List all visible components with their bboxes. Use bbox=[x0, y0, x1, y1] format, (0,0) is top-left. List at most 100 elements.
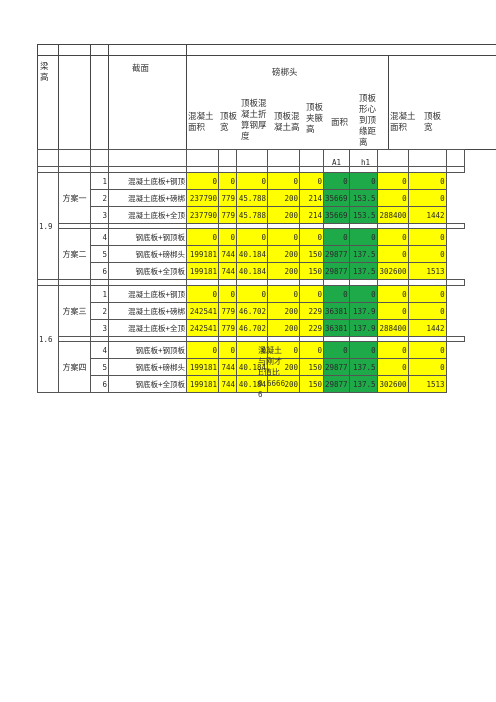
table-cell: 29877 bbox=[323, 262, 350, 280]
table-cell: 0 bbox=[218, 341, 237, 359]
col-header-centroid: 顶板形心到顶缘距离 bbox=[359, 94, 377, 148]
table-cell: 779 bbox=[218, 189, 237, 207]
table-cell: 288400 bbox=[376, 319, 409, 337]
table-cell: 0 bbox=[299, 172, 324, 190]
table-cell: 40.184 bbox=[236, 245, 268, 263]
grid-line bbox=[37, 44, 38, 149]
table-cell: 0 bbox=[348, 228, 378, 246]
table-cell: 29877 bbox=[323, 375, 350, 393]
table-cell: 744 bbox=[218, 375, 237, 393]
row-description: 钢底板+磅梆头 bbox=[108, 358, 187, 376]
table-cell: 0 bbox=[407, 172, 447, 190]
header-row-border bbox=[37, 55, 496, 56]
row-number: 4 bbox=[90, 341, 109, 359]
table-cell: 779 bbox=[218, 302, 237, 320]
table-cell: 0 bbox=[267, 228, 300, 246]
row-description: 钢底板+全顶板 bbox=[108, 375, 187, 393]
table-cell: 0 bbox=[376, 172, 409, 190]
row-description: 混凝土底板+钢顶 bbox=[108, 172, 187, 190]
table-cell: 0 bbox=[186, 285, 219, 303]
row-number: 2 bbox=[90, 189, 109, 207]
beam-height-header: 梁高 bbox=[40, 62, 49, 83]
row-description: 混凝土底板+磅梆 bbox=[108, 189, 187, 207]
table-cell: 0 bbox=[348, 341, 378, 359]
table-cell: 0 bbox=[376, 245, 409, 263]
table-cell: 0 bbox=[323, 341, 350, 359]
note-line: 0.6666 bbox=[258, 379, 286, 388]
table-cell: 237790 bbox=[186, 206, 219, 224]
row-number: 6 bbox=[90, 375, 109, 393]
table-cell: 0 bbox=[299, 285, 324, 303]
table-cell: 0 bbox=[376, 228, 409, 246]
table-cell: 0 bbox=[323, 172, 350, 190]
section-header: 截面 bbox=[132, 64, 150, 74]
row-number: 1 bbox=[90, 285, 109, 303]
table-cell: 744 bbox=[218, 358, 237, 376]
table-cell: 0 bbox=[236, 228, 268, 246]
table-cell: 0 bbox=[348, 285, 378, 303]
row-description: 钢底板+全顶板 bbox=[108, 262, 187, 280]
col-header-steel-thickness: 顶板混凝土折算钢厚度 bbox=[241, 99, 267, 142]
table-cell: 45.788 bbox=[236, 189, 268, 207]
table-cell: 137.5 bbox=[348, 262, 378, 280]
table-cell: 200 bbox=[267, 189, 300, 207]
col-header-concrete-area-2: 混凝土面积 bbox=[390, 112, 416, 133]
row-number: 3 bbox=[90, 206, 109, 224]
table-cell: 46.702 bbox=[236, 319, 268, 337]
table-cell: 0 bbox=[236, 341, 268, 359]
table-cell: 237790 bbox=[186, 189, 219, 207]
table-cell: 302600 bbox=[376, 375, 409, 393]
table-cell: 0 bbox=[186, 228, 219, 246]
table-cell: 0 bbox=[299, 228, 324, 246]
table-cell: 302600 bbox=[376, 262, 409, 280]
table-cell: 137.9 bbox=[348, 319, 378, 337]
row-description: 钢底板+钢顶板 bbox=[108, 228, 187, 246]
table-cell: 199181 bbox=[186, 375, 219, 393]
table-cell: 153.5 bbox=[348, 206, 378, 224]
grid-line bbox=[90, 44, 91, 149]
modulus-note: 混凝土 与刚才 E值比 0.6666 6 bbox=[258, 345, 285, 400]
table-cell: 0 bbox=[407, 358, 447, 376]
table-cell: 199181 bbox=[186, 358, 219, 376]
table-cell: 0 bbox=[407, 302, 447, 320]
col-header-concrete-area: 混凝土面积 bbox=[188, 112, 214, 133]
table-cell: 200 bbox=[267, 262, 300, 280]
table-cell: 0 bbox=[376, 302, 409, 320]
row-description: 混凝土底板+全顶 bbox=[108, 206, 187, 224]
table-cell: 779 bbox=[218, 319, 237, 337]
table-cell: 40.184 bbox=[236, 262, 268, 280]
table-cell: 214 bbox=[299, 189, 324, 207]
table-cell: 288400 bbox=[376, 206, 409, 224]
beam-height-value: 1.9 bbox=[37, 172, 59, 280]
table-cell: 229 bbox=[299, 319, 324, 337]
table-cell: 150 bbox=[299, 358, 324, 376]
table-cell: 1513 bbox=[407, 375, 447, 393]
table-cell: 40.184 bbox=[236, 358, 268, 376]
row-number: 5 bbox=[90, 245, 109, 263]
table-cell: 0 bbox=[348, 172, 378, 190]
row-number: 6 bbox=[90, 262, 109, 280]
table-cell: 0 bbox=[407, 245, 447, 263]
grid-line bbox=[186, 44, 187, 149]
grid-line bbox=[108, 44, 109, 149]
table-cell: 0 bbox=[267, 172, 300, 190]
col-header-area: 面积 bbox=[331, 118, 349, 128]
table-cell: 0 bbox=[186, 341, 219, 359]
table-cell: 0 bbox=[218, 172, 237, 190]
table-cell: 0 bbox=[323, 285, 350, 303]
table-cell: 35669 bbox=[323, 189, 350, 207]
table-cell: 0 bbox=[218, 228, 237, 246]
col-header-top-width: 顶板宽 bbox=[220, 112, 238, 133]
table-cell: 137.5 bbox=[348, 245, 378, 263]
table-cell: 153.5 bbox=[348, 189, 378, 207]
